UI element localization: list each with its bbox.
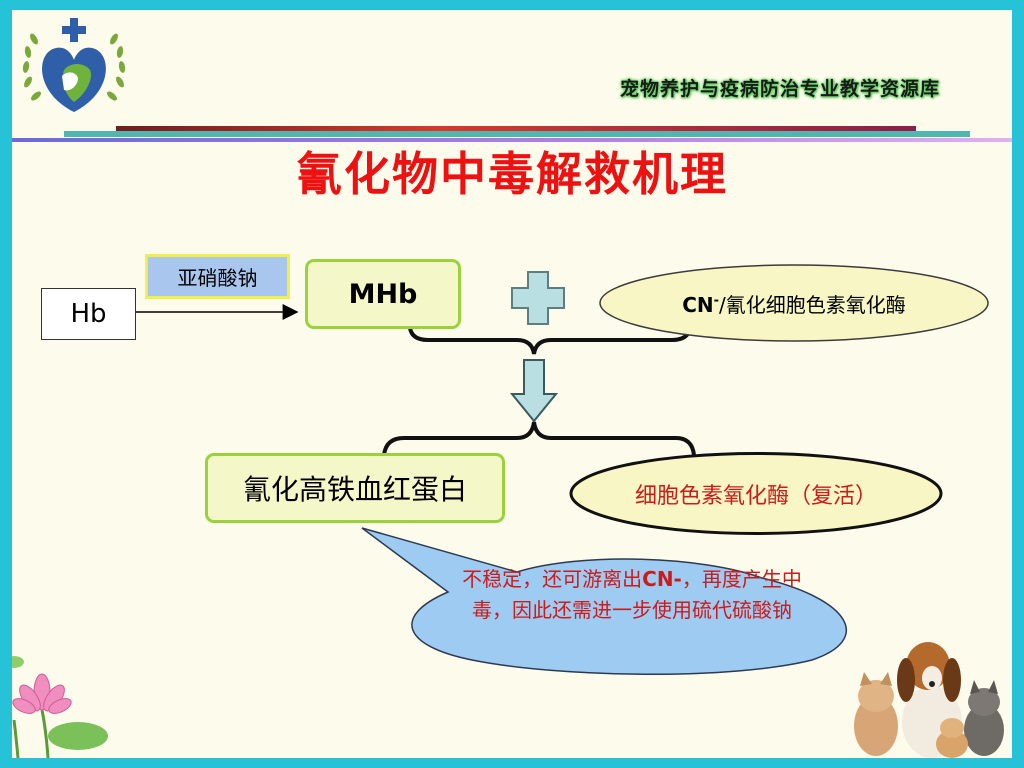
header-rule-top <box>116 126 916 131</box>
page-title: 氰化物中毒解救机理 <box>296 147 728 201</box>
sodium-nitrite-box: 亚硝酸钠 <box>145 254 290 299</box>
lotus-icon <box>12 656 108 758</box>
cn-enzyme-text: CN-/氰化细胞色素氧化酶 <box>598 263 990 343</box>
note-cn: CN- <box>642 567 682 591</box>
sodium-nitrite-label: 亚硝酸钠 <box>177 266 258 290</box>
note-part1: 不稳定，还可游离出 <box>462 567 643 591</box>
pets-illustration-icon <box>854 642 1004 758</box>
cyanmethemoglobin-box: 氰化高铁血红蛋白 <box>205 453 505 523</box>
down-arrow-icon <box>510 359 558 423</box>
header-rule-mid <box>64 131 970 137</box>
cn-enzyme-ellipse <box>599 264 989 342</box>
school-logo-icon <box>22 18 126 112</box>
enzyme-restored-text: 细胞色素氧化酶（复活） <box>568 450 944 537</box>
mhb-label: MHb <box>348 278 418 310</box>
cn-enzyme-label: /氰化细胞色素氧化酶 <box>719 292 906 317</box>
plus-icon <box>511 271 565 325</box>
brand-title: 宠物养护与疫病防治专业教学资源库 <box>620 78 941 100</box>
hb-label: Hb <box>70 299 107 329</box>
enzyme-restored-ellipse <box>569 452 943 535</box>
note-speech-bubble <box>361 527 847 675</box>
mhb-box: MHb <box>305 259 461 329</box>
cn-symbol: CN <box>682 292 714 317</box>
hb-box: Hb <box>41 288 136 340</box>
note-text: 不稳定，还可游离出CN-，再度产生中毒，因此还需进一步使用硫代硫酸钠 <box>452 564 812 626</box>
note-part2: ，再度产生中毒，因此还需进一步使用硫代硫酸钠 <box>472 567 802 622</box>
enzyme-restored-label: 细胞色素氧化酶（复活） <box>634 483 877 509</box>
cn-charge: - <box>713 292 720 308</box>
cyanmethemoglobin-label: 氰化高铁血红蛋白 <box>242 473 467 506</box>
header-rule-bottom <box>12 138 1012 142</box>
slide-canvas: 宠物养护与疫病防治专业教学资源库 氰化物中毒解救机理 <box>12 10 1012 758</box>
